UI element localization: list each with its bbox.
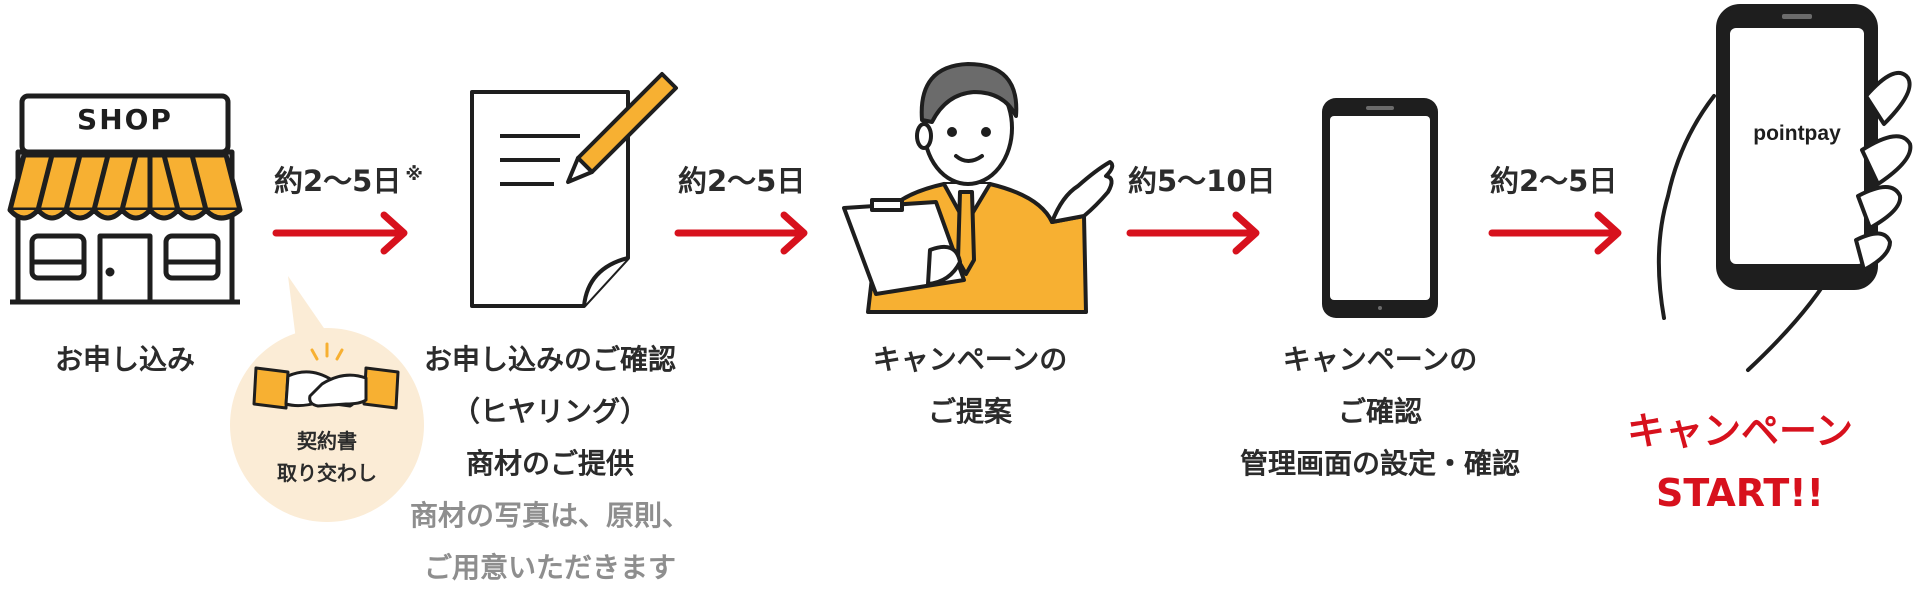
step-5-line-2: START!! xyxy=(1656,471,1824,515)
pointpay-logo: pointpay xyxy=(1753,122,1841,145)
contract-bubble-text: 契約書 取り交わし xyxy=(230,425,424,489)
duration-1: 約2〜5日※ xyxy=(274,158,423,200)
step-3-line-1: キャンペーンの xyxy=(872,343,1068,376)
step-5-label: キャンペーン START!! xyxy=(1610,400,1870,524)
contract-line-2: 取り交わし xyxy=(277,461,377,485)
contract-line-1: 契約書 xyxy=(297,429,357,453)
step-2-label: お申し込みのご確認 （ヒヤリング） 商材のご提供 商材の写真は、原則、 ご用意い… xyxy=(405,334,695,594)
duration-1-note: ※ xyxy=(405,164,423,186)
duration-4: 約2〜5日 xyxy=(1490,164,1618,198)
step-4-line-3: 管理画面の設定・確認 xyxy=(1239,447,1520,480)
step-2-line-2: （ヒヤリング） xyxy=(451,395,648,428)
step-2-sub-1: 商材の写真は、原則、 xyxy=(409,499,690,532)
step-2-sub-2: ご用意いただきます xyxy=(423,551,676,584)
duration-1-text: 約2〜5日 xyxy=(274,164,402,198)
step-2-line-3: 商材のご提供 xyxy=(465,447,634,480)
step-4-label: キャンペーンの ご確認 管理画面の設定・確認 xyxy=(1220,334,1540,490)
step-4-line-2: ご確認 xyxy=(1337,395,1422,428)
step-2-line-1: お申し込みのご確認 xyxy=(423,343,676,376)
shop-sign-text: SHOP xyxy=(77,103,173,136)
duration-2: 約2〜5日 xyxy=(678,164,806,198)
step-4-line-1: キャンペーンの xyxy=(1282,343,1478,376)
step-1-label: お申し込み xyxy=(54,343,195,376)
step-5-line-1: キャンペーン xyxy=(1626,409,1854,453)
contract-bubble xyxy=(230,328,424,522)
step-3-line-2: ご提案 xyxy=(927,395,1012,428)
duration-3: 約5〜10日 xyxy=(1128,164,1276,198)
step-3-label: キャンペーンの ご提案 xyxy=(845,334,1095,438)
